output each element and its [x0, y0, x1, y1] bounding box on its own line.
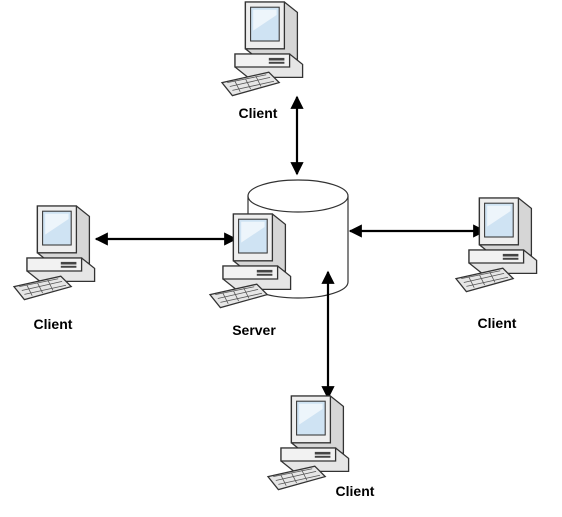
client-right-label: Client	[478, 315, 517, 331]
server-label: Server	[232, 322, 276, 338]
client-top-computer-icon	[221, 1, 304, 97]
client-left-label: Client	[34, 316, 73, 332]
client-bottom-label: Client	[336, 483, 375, 499]
client-left-computer-icon	[13, 205, 96, 301]
client-right-computer-icon	[455, 197, 538, 293]
client-top-label: Client	[239, 105, 278, 121]
client-bottom-computer-icon	[267, 395, 350, 491]
